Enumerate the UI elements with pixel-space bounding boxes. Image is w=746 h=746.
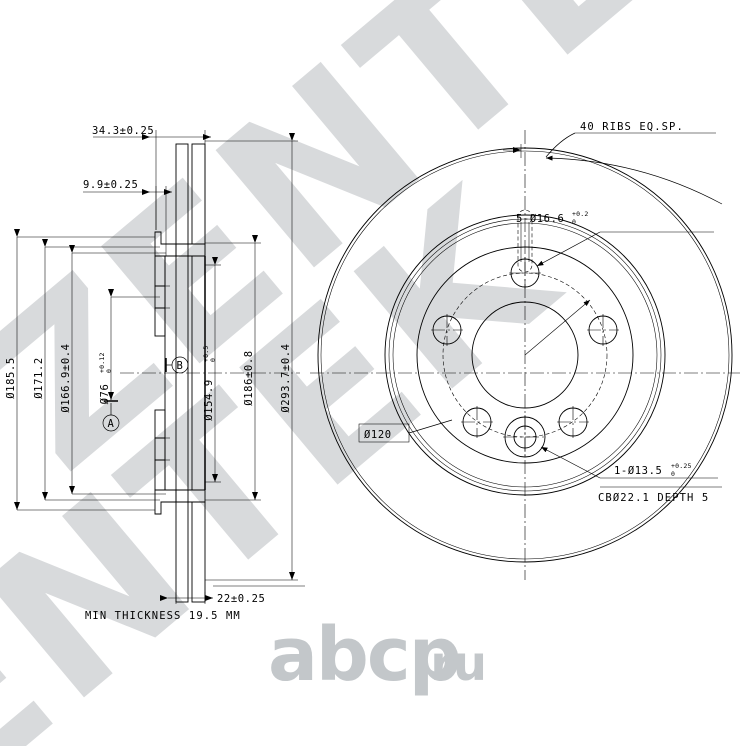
locating-hole-annotation: 1-Ø13.5 — [614, 465, 662, 477]
ribs-annotation: 40 RIBS EQ.SP. — [580, 121, 684, 133]
dim-diameter-4-tol-upper: +0.5 — [202, 346, 210, 362]
bolt-hole-group — [431, 257, 619, 438]
dim-bore-diameter: Ø76 — [99, 384, 111, 405]
dim-bore-tol-upper: +0.12 — [98, 352, 106, 373]
min-thickness-note: MIN THICKNESS 19.5 MM — [85, 610, 241, 622]
detail-marker-b: B — [177, 360, 184, 372]
dim-disc-thickness: 22±0.25 — [217, 593, 265, 605]
bolt-holes-annotation: 5-Ø16.6 — [516, 213, 564, 225]
dim-diameter-5: Ø186±0.8 — [243, 350, 255, 405]
site-watermark: abcp — [268, 612, 460, 698]
section-view-geometry — [14, 130, 305, 604]
dim-overall-width: 34.3±0.25 — [92, 125, 154, 137]
dim-diameter-4: Ø154.9 — [203, 379, 215, 421]
site-watermark-tld: .ru — [413, 636, 486, 692]
locating-hole-tol-upper: +0.25 — [671, 462, 692, 470]
rib-vent-slot — [517, 209, 533, 273]
dim-diameter-2: Ø171.2 — [33, 357, 45, 399]
locating-hole-tol-lower: 0 — [671, 470, 675, 478]
detail-marker-a: A — [108, 418, 115, 430]
dim-diameter-4-tol-lower: 0 — [209, 358, 217, 362]
counterbore-annotation: CBØ22.1 DEPTH 5 — [598, 492, 709, 504]
dim-bore-tol-lower: 0 — [105, 369, 113, 373]
dim-hat-offset: 9.9±0.25 — [83, 179, 138, 191]
bolt-circle-annotation: Ø120 — [364, 429, 392, 441]
bolt-holes-tol-upper: +0.2 — [572, 210, 588, 218]
dim-outer-diameter: Ø185.5 — [5, 357, 17, 399]
bolt-holes-tol-lower: 0 — [572, 218, 576, 226]
locating-hole — [503, 415, 547, 459]
dim-diameter-6: Ø293.7±0.4 — [280, 343, 292, 412]
front-view-geometry — [310, 130, 740, 580]
dim-diameter-3: Ø166.9±0.4 — [60, 343, 72, 412]
